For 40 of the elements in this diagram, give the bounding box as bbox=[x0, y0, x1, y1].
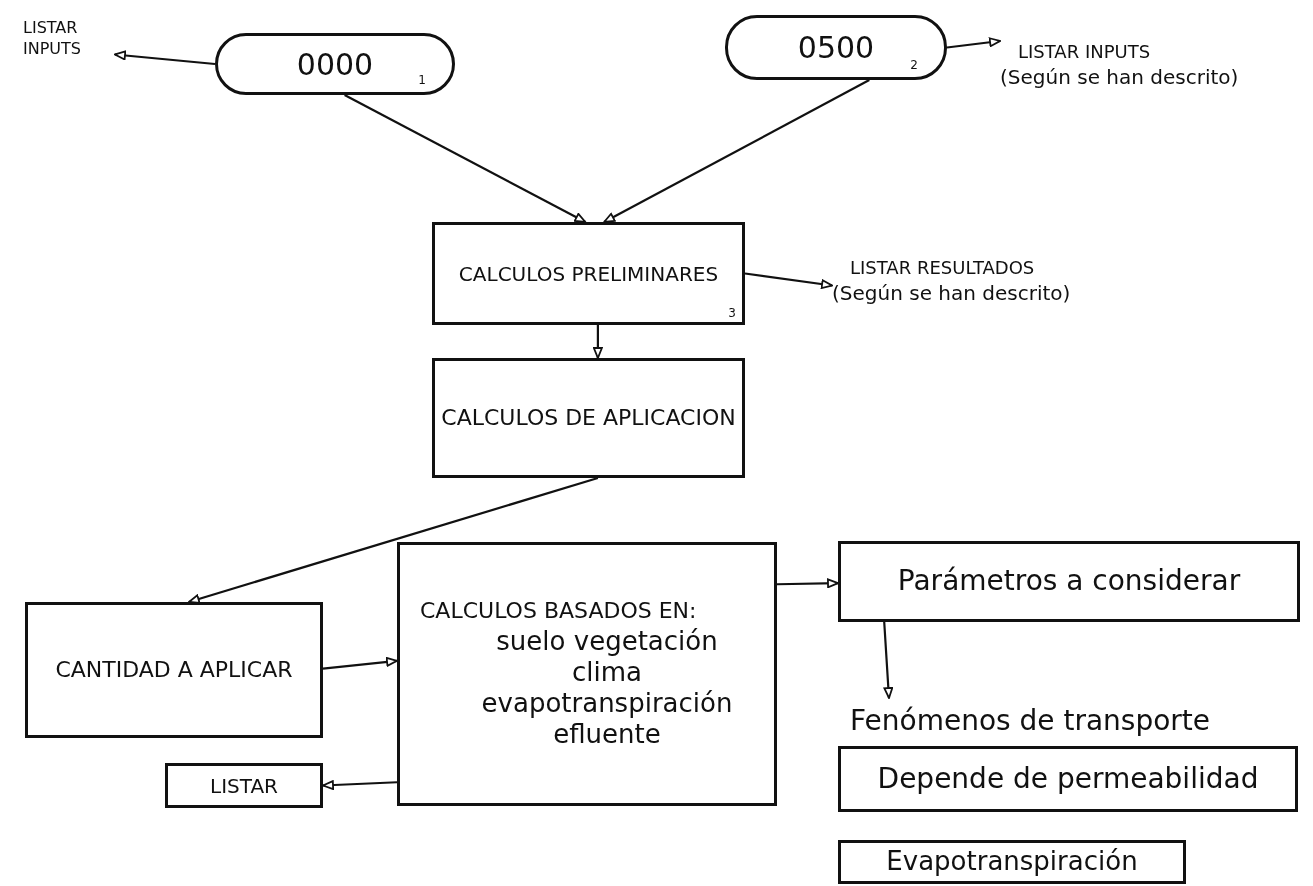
process-box bbox=[432, 222, 745, 325]
arrow bbox=[603, 79, 870, 223]
node-label: CANTIDAD A APLICAR bbox=[55, 655, 293, 684]
arrow bbox=[946, 37, 1001, 49]
node-label: CALCULOS BASADOS EN: bbox=[419, 597, 698, 626]
process-box bbox=[165, 763, 323, 808]
process-box bbox=[25, 602, 323, 738]
node-label: CALCULOS DE APLICACION bbox=[441, 403, 736, 432]
output-label: LISTAR INPUTS bbox=[22, 18, 82, 60]
process-box bbox=[838, 840, 1186, 884]
node-label: Depende de permeabilidad bbox=[877, 760, 1259, 797]
process-box bbox=[838, 746, 1298, 812]
note-text: (Según se han descrito) bbox=[832, 279, 1071, 306]
node-label: 0000 bbox=[296, 45, 374, 84]
node-label: CALCULOS PRELIMINARES bbox=[458, 260, 719, 287]
step-number: 1 bbox=[418, 74, 426, 86]
terminal-shape bbox=[725, 15, 947, 80]
node-label: 0500 bbox=[797, 29, 875, 67]
node-label: LISTAR bbox=[210, 772, 278, 799]
node-label: Parámetros a considerar bbox=[897, 563, 1241, 600]
arrow bbox=[777, 578, 839, 589]
process-box bbox=[838, 541, 1300, 622]
process-box bbox=[397, 542, 777, 806]
arrow bbox=[593, 325, 603, 359]
output-label: LISTAR INPUTS bbox=[1017, 40, 1151, 64]
arrow bbox=[322, 780, 398, 790]
step-number: 3 bbox=[728, 307, 736, 319]
process-box bbox=[432, 358, 745, 478]
arrow bbox=[883, 621, 894, 699]
output-label: Fenómenos de transporte bbox=[849, 702, 1211, 739]
arrow bbox=[344, 94, 587, 223]
node-label: Evapotranspiración bbox=[886, 845, 1138, 879]
arrow bbox=[322, 657, 398, 670]
node-label: suelo vegetación clima evapotranspiración efluente bbox=[481, 625, 733, 751]
output-label: LISTAR RESULTADOS bbox=[849, 256, 1035, 280]
note-text: (Según se han descrito) bbox=[1000, 63, 1239, 90]
step-number: 2 bbox=[910, 59, 918, 71]
arrow bbox=[114, 50, 216, 66]
arrow bbox=[188, 476, 599, 604]
arrow bbox=[744, 272, 833, 289]
